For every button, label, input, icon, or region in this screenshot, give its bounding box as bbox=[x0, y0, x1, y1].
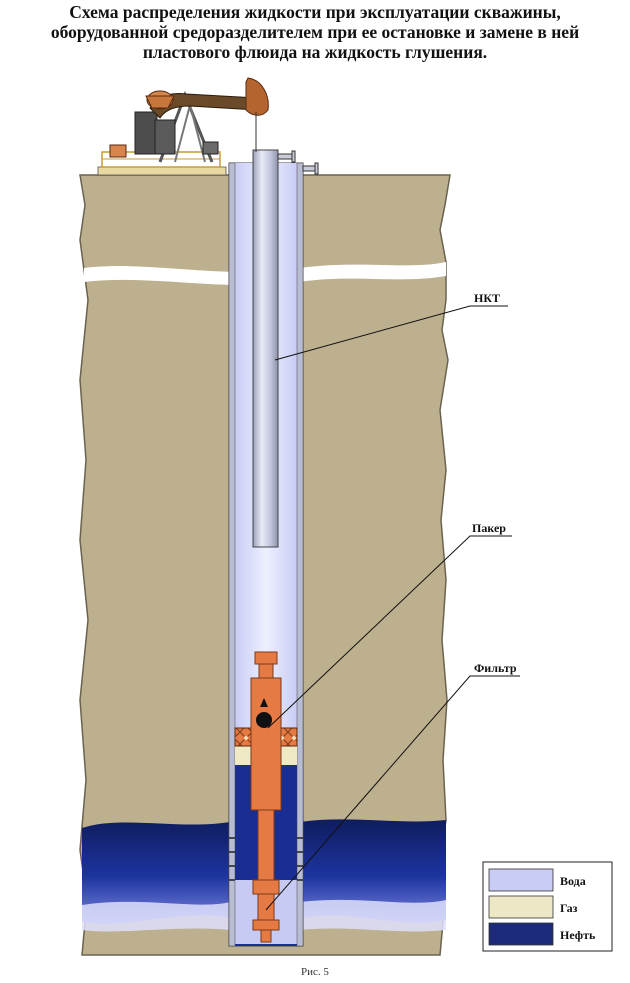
valve-arrow-icon bbox=[260, 698, 268, 707]
legend-swatch-oil bbox=[488, 922, 554, 946]
legend-label-gas: Газ bbox=[560, 901, 578, 915]
wellhead-valves bbox=[277, 150, 319, 175]
pumping-unit bbox=[97, 77, 269, 176]
filter-leader bbox=[265, 675, 520, 911]
title-line-3: пластового флюида на жидкость глушения. bbox=[142, 42, 488, 62]
legend-label-water: Вода bbox=[560, 874, 586, 888]
legend-swatch-water bbox=[488, 868, 554, 892]
legend-swatch-gas bbox=[488, 895, 554, 919]
perforations bbox=[229, 837, 303, 881]
callout-lines bbox=[265, 305, 520, 911]
title-line-2: оборудованной средоразделителем при ее о… bbox=[50, 22, 580, 42]
label-nkt: НКТ bbox=[474, 291, 500, 305]
legend: Вода Газ Нефть bbox=[482, 861, 613, 952]
tubing-nkt bbox=[252, 149, 279, 548]
check-valve-ball bbox=[256, 712, 272, 728]
casing-left-wall bbox=[228, 162, 236, 947]
figure-caption: Рис. 5 bbox=[301, 966, 329, 978]
casing-right-wall bbox=[296, 162, 304, 947]
nkt-leader bbox=[274, 305, 508, 361]
label-packer: Пакер bbox=[472, 521, 506, 535]
figure-title: Схема распределения жидкости при эксплуа… bbox=[0, 2, 630, 62]
title-line-1: Схема распределения жидкости при эксплуа… bbox=[69, 2, 561, 22]
label-filter: Фильтр bbox=[474, 661, 517, 675]
legend-label-oil: Нефть bbox=[560, 928, 596, 942]
packer-leader bbox=[267, 535, 512, 729]
downhole-tool bbox=[250, 651, 282, 943]
